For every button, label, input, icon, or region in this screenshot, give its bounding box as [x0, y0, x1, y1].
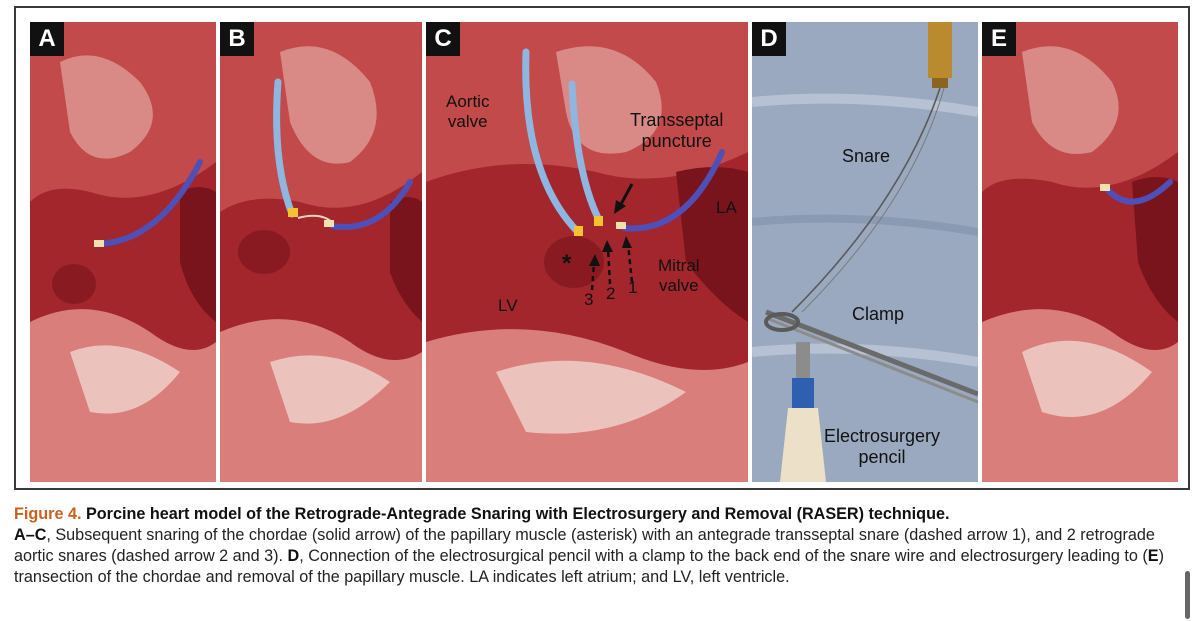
- figure-number: Figure 4.: [14, 505, 82, 523]
- caption-ref-e: E: [1147, 547, 1159, 565]
- label-transseptal-puncture: Transseptal puncture: [630, 110, 724, 151]
- panel-e: E: [982, 22, 1178, 482]
- panel-e-photo: [982, 22, 1178, 482]
- caption-ref-abc: A–C: [14, 526, 47, 544]
- label-snare: Snare: [842, 146, 891, 166]
- panel-a: A: [30, 22, 216, 482]
- panel-e-letter: E: [982, 22, 1016, 56]
- panel-b-letter: B: [220, 22, 254, 56]
- caption-ref-d: D: [287, 547, 300, 565]
- dashed-arrow-3-label: 3: [584, 290, 594, 309]
- panel-d: D Snare Clamp Electrosurgery pencil: [752, 22, 978, 482]
- label-lv: LV: [498, 296, 518, 315]
- vertical-scrollbar[interactable]: [1185, 571, 1190, 619]
- caption-text-3: ) transection of the chordae and removal…: [14, 547, 1164, 586]
- label-aortic-valve: Aortic valve: [446, 92, 490, 131]
- dashed-arrow-2-label: 2: [606, 284, 616, 303]
- label-mitral-valve: Mitral valve: [658, 256, 700, 295]
- panel-b: B: [220, 22, 422, 482]
- caption-text-1: , Subsequent snaring of the chordae (sol…: [14, 526, 1155, 565]
- panel-c: C Aortic valve Transseptal puncture LA M…: [426, 22, 748, 482]
- asterisk-mark: *: [562, 250, 572, 277]
- figure-caption: Figure 4. Porcine heart model of the Ret…: [14, 504, 1186, 588]
- label-clamp: Clamp: [852, 304, 905, 324]
- panel-a-letter: A: [30, 22, 64, 56]
- label-la: LA: [716, 198, 737, 217]
- panel-b-photo: [220, 22, 422, 482]
- panel-a-photo: [30, 22, 216, 482]
- caption-text-2: , Connection of the electrosurgical penc…: [299, 547, 1148, 565]
- label-electrosurgery-pencil: Electrosurgery pencil: [824, 426, 941, 467]
- dashed-arrow-1-label: 1: [628, 278, 638, 297]
- figure-frame: A B: [14, 6, 1190, 490]
- figure-title: Porcine heart model of the Retrograde-An…: [85, 505, 950, 523]
- panel-d-photo: [752, 22, 978, 482]
- panel-c-letter: C: [426, 22, 460, 56]
- panel-c-photo: [426, 22, 748, 482]
- panel-d-letter: D: [752, 22, 786, 56]
